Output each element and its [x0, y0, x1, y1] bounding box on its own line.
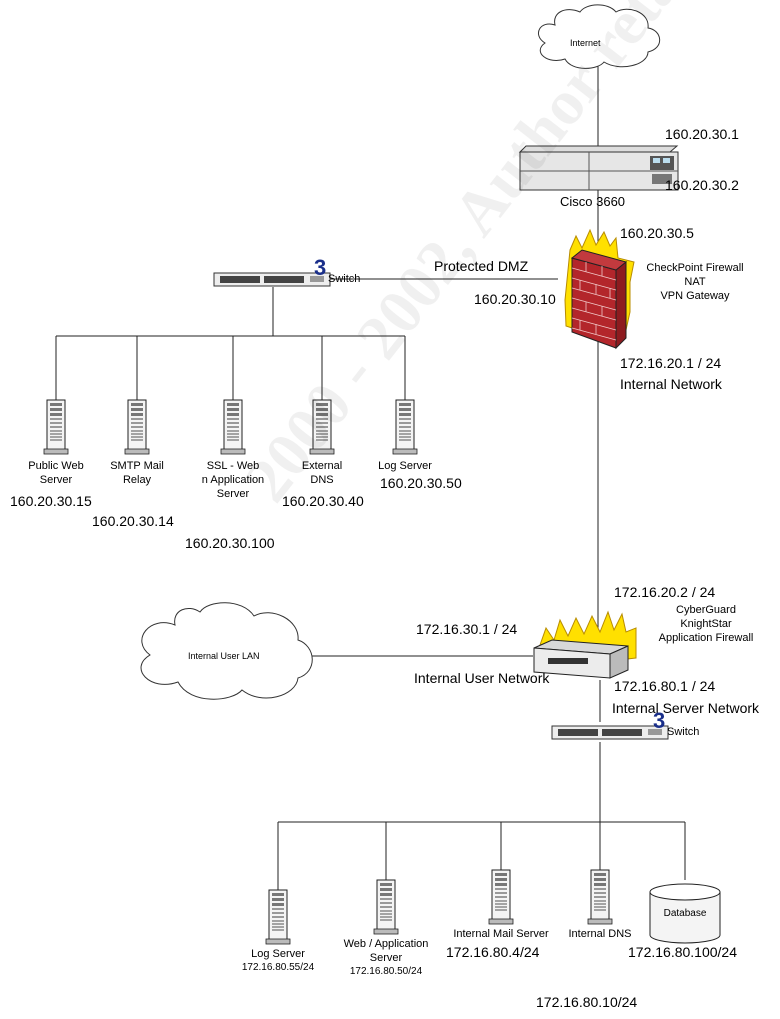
internal-dns-server-icon — [588, 870, 612, 924]
dmz-switch-label: Switch — [328, 273, 360, 286]
dmz-switch-badge: 3 — [314, 255, 326, 280]
external-dns-ip: 160.20.30.40 — [282, 493, 364, 509]
web-app-server-name-line1: Web / Application — [331, 938, 441, 951]
router-name: Cisco 3660 — [560, 195, 625, 210]
internal-switch-icon — [552, 726, 668, 739]
smtp-relay-ip: 160.20.30.14 — [92, 513, 174, 529]
cyberguard-ip-top: 172.16.20.2 / 24 — [614, 584, 715, 600]
dmz-log-server-icon — [393, 400, 417, 454]
internal-server-network-label: Internal Server Network — [612, 700, 759, 716]
smtp-relay-name-line2: Relay — [97, 474, 177, 487]
internal-log-server-icon — [266, 890, 290, 944]
dmz-switch-icon — [214, 273, 330, 286]
internet-cloud — [538, 5, 659, 69]
checkpoint-desc-line2: NAT — [630, 276, 760, 289]
external-dns-server-icon — [310, 400, 334, 454]
internal-mail-server-icon — [489, 870, 513, 924]
protected-dmz-label: Protected DMZ — [434, 258, 528, 274]
database-name: Database — [650, 908, 720, 920]
smtp-relay-name-line1: SMTP Mail — [97, 460, 177, 473]
cyberguard-desc-line2: KnightStar — [636, 618, 776, 631]
checkpoint-desc-line1: CheckPoint Firewall — [630, 262, 760, 275]
checkpoint-dmz-ip: 160.20.30.10 — [474, 291, 556, 307]
web-application-server-icon — [374, 880, 398, 934]
internal-switch-badge: 3 — [653, 708, 665, 733]
checkpoint-internal-ip: 172.16.20.1 / 24 — [620, 355, 721, 371]
ssl-web-name-line2: n Application — [193, 474, 273, 487]
internal-log-server-ip: 172.16.80.55/24 — [222, 962, 334, 974]
web-app-server-ip: 172.16.80.50/24 — [331, 966, 441, 978]
user-lan-label: Internal User LAN — [188, 651, 260, 661]
cyberguard-desc-line1: CyberGuard — [636, 604, 776, 617]
database-ip: 172.16.80.100/24 — [628, 944, 737, 960]
web-app-server-name-line2: Server — [331, 952, 441, 965]
internal-switch-label: Switch — [667, 726, 699, 739]
ssl-web-server-icon — [221, 400, 245, 454]
internal-mail-server-name: Internal Mail Server — [440, 928, 562, 941]
ssl-web-name-line3: Server — [193, 488, 273, 501]
internal-user-network-label: Internal User Network — [414, 670, 549, 686]
internal-dns-ip: 172.16.80.10/24 — [536, 994, 637, 1010]
internal-mail-server-ip: 172.16.80.4/24 — [446, 944, 539, 960]
smtp-relay-server-icon — [125, 400, 149, 454]
ssl-web-ip: 160.20.30.100 — [185, 535, 275, 551]
public-web-ip: 160.20.30.15 — [10, 493, 92, 509]
public-web-name-line2: Server — [16, 474, 96, 487]
dmz-log-server-ip: 160.20.30.50 — [380, 475, 462, 491]
cyberguard-server-ip: 172.16.80.1 / 24 — [614, 678, 715, 694]
internet-label: Internet — [570, 38, 601, 48]
router-ip-bottom: 160.20.30.2 — [665, 177, 739, 193]
ssl-web-name-line1: SSL - Web — [193, 460, 273, 473]
internal-network-label: Internal Network — [620, 376, 722, 392]
public-web-name-line1: Public Web — [16, 460, 96, 473]
checkpoint-firewall-icon — [565, 230, 634, 348]
cyberguard-desc-line3: Application Firewall — [636, 632, 776, 645]
external-dns-name-line1: External — [282, 460, 362, 473]
internal-dns-name: Internal DNS — [552, 928, 648, 941]
router-ip-top: 160.20.30.1 — [665, 126, 739, 142]
cyberguard-user-ip: 172.16.30.1 / 24 — [416, 621, 517, 637]
cyberguard-firewall-icon — [534, 612, 636, 678]
dmz-log-server-name: Log Server — [365, 460, 445, 473]
checkpoint-ip-top: 160.20.30.5 — [620, 225, 694, 241]
checkpoint-desc-line3: VPN Gateway — [630, 290, 760, 303]
external-dns-name-line2: DNS — [282, 474, 362, 487]
internal-log-server-name: Log Server — [228, 948, 328, 961]
router-icon — [520, 146, 678, 190]
public-web-server-icon — [44, 400, 68, 454]
